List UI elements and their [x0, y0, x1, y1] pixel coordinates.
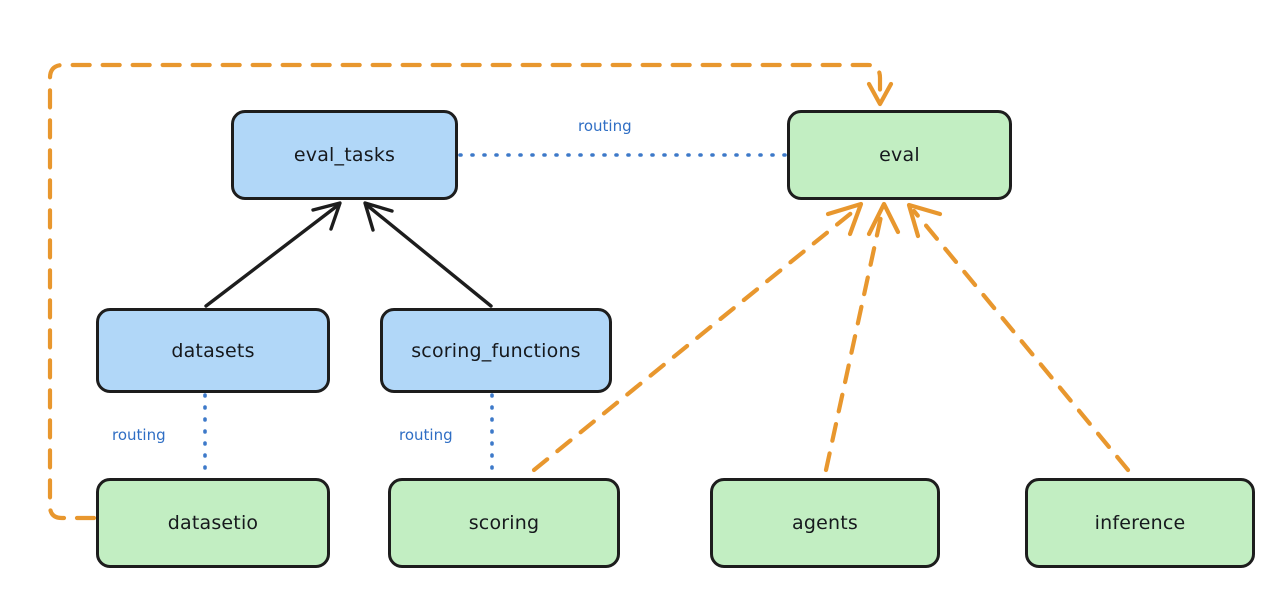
node-eval[interactable]: eval [787, 110, 1012, 200]
edge-label-routing-eval-tasks-eval: routing [578, 117, 632, 135]
node-scoring-functions[interactable]: scoring_functions [380, 308, 612, 393]
node-label: eval [879, 144, 920, 166]
edge-scoring-eval [531, 201, 864, 473]
node-label: datasetio [167, 512, 259, 534]
node-label: agents [792, 512, 858, 534]
edge-inference-eval [906, 202, 1131, 473]
node-label: datasets [171, 339, 255, 362]
edge-agents-eval [823, 201, 901, 473]
node-inference[interactable]: inference [1025, 478, 1255, 568]
edge-scoring_functions-eval_tasks [363, 201, 493, 308]
edge-datasetio-eval [47, 62, 894, 521]
node-datasetio[interactable]: datasetio [96, 478, 330, 568]
node-scoring[interactable]: scoring [388, 478, 620, 568]
edge-label-routing-scoring-functions-scoring: routing [399, 426, 453, 444]
edge-label-routing-datasets-datasetio: routing [112, 426, 166, 444]
edge-datasets-eval_tasks [204, 201, 342, 308]
node-label: inference [1094, 512, 1186, 534]
node-label: scoring_functions [411, 339, 581, 362]
node-datasets[interactable]: datasets [96, 308, 330, 393]
node-agents[interactable]: agents [710, 478, 940, 568]
node-label: scoring [468, 512, 540, 534]
node-eval-tasks[interactable]: eval_tasks [231, 110, 458, 200]
node-label: eval_tasks [293, 144, 396, 166]
